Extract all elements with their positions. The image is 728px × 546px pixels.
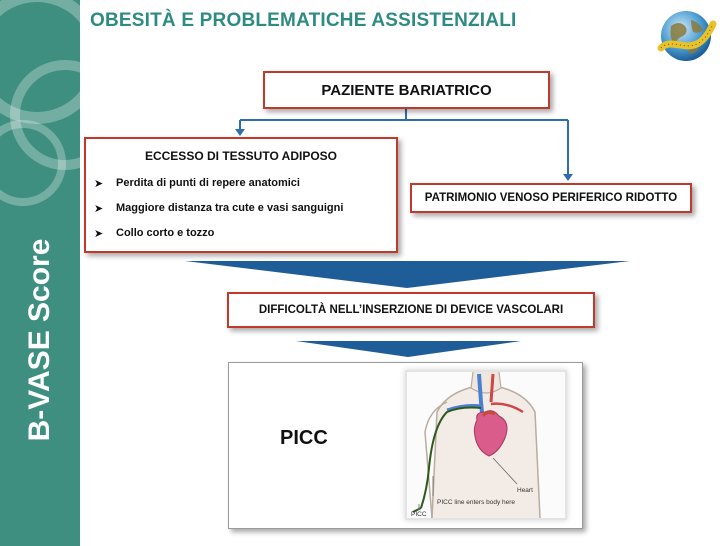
connector-arrowhead [563,174,573,181]
left-branch-heading: ECCESSO DI TESSUTO ADIPOSO [144,149,338,163]
arrow-bullet-icon: ➤ [94,228,104,240]
right-branch-box: PATRIMONIO VENOSO PERIFERICO RIDOTTO [410,183,692,213]
left-branch-box: ECCESSO DI TESSUTO ADIPOSO ➤ Perdita di … [84,137,398,253]
connector-arrowhead [235,129,245,136]
bullet-text: Maggiore distanza tra cute e vasi sangui… [116,202,344,214]
bullet-text: Perdita di punti di repere anatomici [116,177,300,189]
big-down-arrow [296,341,521,357]
bullet-list: ➤ Perdita di punti di repere anatomici ➤… [94,177,343,252]
root-box: PAZIENTE BARIATRICO [263,71,550,109]
arrow-bullet-icon: ➤ [94,178,104,190]
torso-heart-illustration: Heart PICC line enters body here PICC [411,372,541,518]
picc-illustration: Heart PICC line enters body here PICC [405,370,567,520]
sidebar: B-VASE Score [0,0,80,546]
result-box: DIFFICOLTÀ NELL’INSERZIONE DI DEVICE VAS… [227,292,595,328]
globe-measuring-tape-icon [657,11,717,61]
solution-label: PICC [280,427,328,449]
sidebar-label: B-VASE Score [23,238,56,442]
slide-title: OBESITÀ E PROBLEMATICHE ASSISTENZIALI [90,10,517,31]
picc-line-label: PICC [411,511,427,518]
bullet-text: Collo corto e tozzo [116,227,215,239]
heart-label: Heart [517,487,533,494]
entry-label: PICC line enters body here [437,499,515,506]
arrow-bullet-icon: ➤ [94,203,104,215]
list-item: ➤ Maggiore distanza tra cute e vasi sang… [94,202,343,227]
list-item: ➤ Collo corto e tozzo [94,227,343,252]
list-item: ➤ Perdita di punti di repere anatomici [94,177,343,202]
big-down-arrow [185,261,630,288]
decorative-ring [0,120,66,206]
